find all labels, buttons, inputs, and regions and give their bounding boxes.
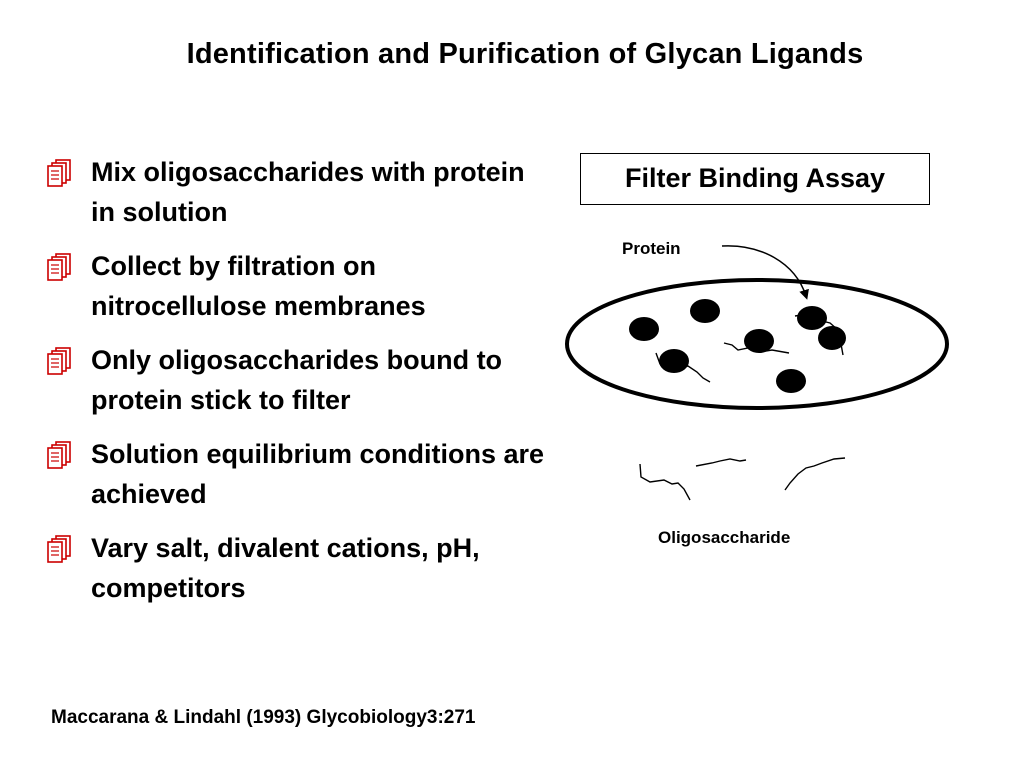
protein-blob — [690, 299, 720, 323]
bullet-item: Solution equilibrium conditions are achi… — [44, 434, 544, 514]
protein-blob — [776, 369, 806, 393]
document-stack-icon — [47, 253, 71, 281]
bullet-list: Mix oligosaccharides with protein in sol… — [44, 152, 544, 622]
protein-blob — [744, 329, 774, 353]
document-stack-icon — [47, 441, 71, 469]
bullet-item: Collect by filtration on nitrocellulose … — [44, 246, 544, 326]
bullet-text: Collect by filtration on nitrocellulose … — [91, 251, 426, 321]
document-stack-icon — [47, 159, 71, 187]
bullet-text: Mix oligosaccharides with protein in sol… — [91, 157, 525, 227]
protein-label: Protein — [622, 239, 681, 258]
citation: Maccarana & Lindahl (1993) Glycobiology3… — [51, 707, 476, 728]
assay-title-box: Filter Binding Assay — [580, 153, 930, 205]
page-title: Identification and Purification of Glyca… — [186, 38, 864, 70]
bullet-item: Mix oligosaccharides with protein in sol… — [44, 152, 544, 232]
document-stack-icon — [47, 535, 71, 563]
protein-arrow — [721, 245, 809, 300]
free-oligosaccharides — [639, 457, 846, 501]
protein-blob — [797, 306, 827, 330]
oligosaccharide-label: Oligosaccharide — [658, 528, 791, 547]
protein-blob — [818, 326, 846, 350]
protein-blob — [659, 349, 689, 373]
protein-blobs — [629, 299, 846, 393]
document-stack-icon — [47, 347, 71, 375]
filter-membrane — [565, 278, 949, 410]
bullet-text: Only oligosaccharides bound to protein s… — [91, 345, 503, 415]
bullet-item: Only oligosaccharides bound to protein s… — [44, 340, 544, 420]
bullet-text: Solution equilibrium conditions are achi… — [91, 439, 545, 509]
bullet-item: Vary salt, divalent cations, pH, competi… — [44, 528, 544, 608]
bullet-text: Vary salt, divalent cations, pH, competi… — [91, 533, 480, 603]
protein-blob — [629, 317, 659, 341]
